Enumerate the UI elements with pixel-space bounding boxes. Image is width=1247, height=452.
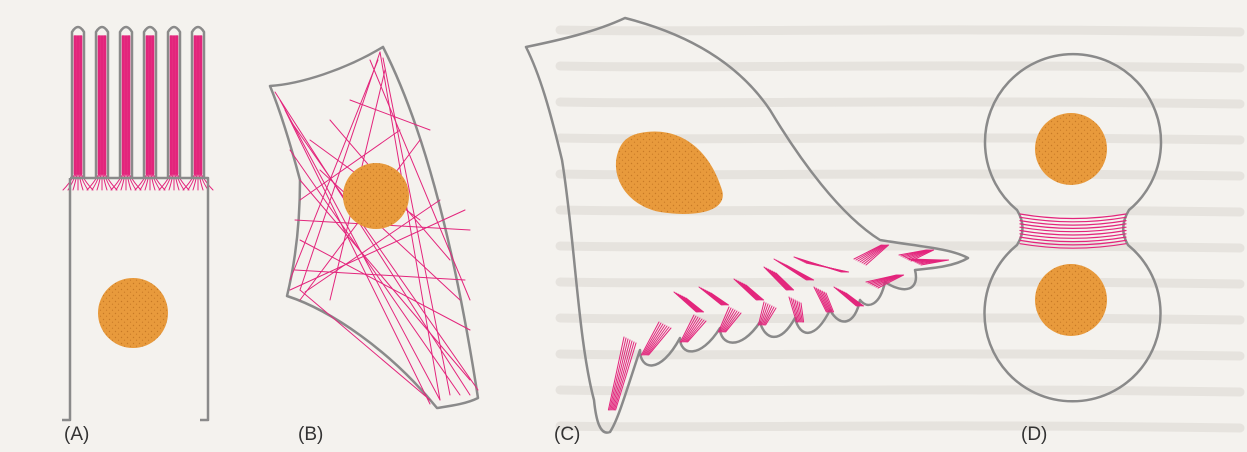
bleed-text-line	[560, 426, 1240, 428]
panel-label-d: (D)	[1021, 424, 1047, 446]
bleed-text-line	[560, 390, 1240, 392]
stress-fiber	[295, 270, 465, 280]
bleed-text-line	[560, 246, 1240, 248]
lamellipodium-filament	[688, 321, 706, 342]
cell-b-nucleus	[343, 163, 409, 229]
lamellipodium-filament	[611, 339, 628, 410]
lamellipodium-filament	[838, 289, 859, 306]
cell-c-membrane	[526, 18, 968, 433]
lamellipodium-filament	[674, 292, 696, 312]
cell-a-nucleus	[98, 278, 168, 348]
lamellipodium-filament	[836, 288, 858, 306]
bleed-text-line	[560, 66, 1240, 68]
bleed-through-background	[560, 30, 1240, 428]
bleed-text-line	[560, 282, 1240, 284]
lamellipodium-filament	[806, 263, 849, 272]
stress-fiber	[290, 120, 478, 390]
panel-label-c: (C)	[554, 424, 580, 446]
bleed-text-line	[560, 102, 1240, 104]
stress-fiber	[350, 100, 430, 130]
cell-d-nucleus-top	[1035, 113, 1107, 185]
lamellipodium-actin	[608, 245, 948, 410]
lamellipodium-filament	[682, 296, 701, 312]
bleed-text-line	[560, 354, 1240, 356]
cell-c-nucleus	[616, 132, 723, 214]
panel-label-b: (B)	[298, 424, 323, 446]
panel-a-epithelial-cell	[62, 27, 213, 420]
lamellipodium-filament	[676, 293, 698, 312]
cell-a-membrane	[62, 27, 208, 420]
panel-b-fibroblast	[270, 47, 478, 408]
microvilli-actin-bundles	[63, 36, 213, 190]
bleed-text-line	[560, 318, 1240, 320]
stress-fiber	[285, 110, 430, 404]
lamellipodium-filament	[834, 287, 856, 306]
lamellipodium-filament	[786, 265, 814, 280]
lamellipodium-filament	[678, 294, 699, 312]
panel-c-migrating-cell	[526, 18, 968, 433]
lamellipodium-filament	[680, 295, 700, 312]
cell-d-nucleus-bottom	[1035, 264, 1107, 336]
panel-label-a: (A)	[64, 424, 89, 446]
